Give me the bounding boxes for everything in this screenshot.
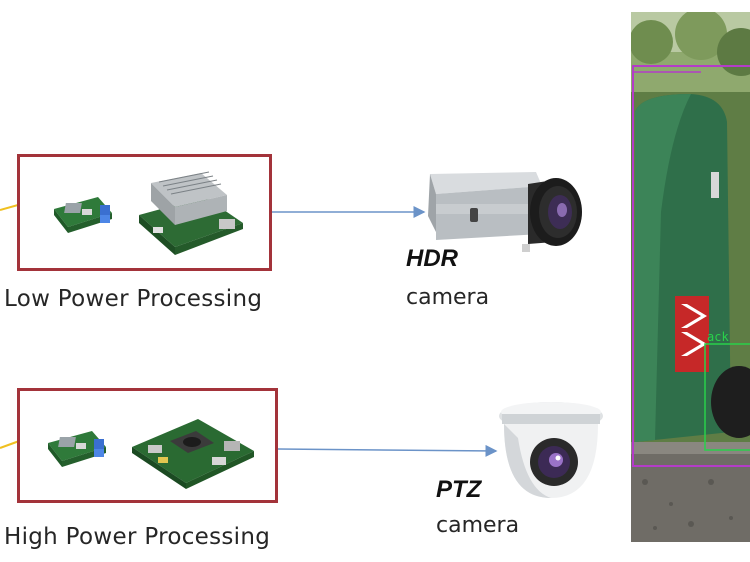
high-power-processing-label: High Power Processing	[4, 524, 271, 550]
small-board-icon-2	[48, 431, 106, 467]
detection-photo: ack	[631, 12, 750, 542]
ptz-camera-icon	[499, 402, 603, 498]
hdr-camera-icon	[428, 172, 582, 252]
heatsink-board-icon	[139, 171, 243, 255]
ptz-camera-subtitle: camera	[436, 513, 520, 538]
high-to-ptz-arrow	[277, 444, 498, 457]
photo-scene	[631, 12, 750, 542]
low-power-processing-label: Low Power Processing	[4, 286, 263, 312]
hdr-camera-subtitle: camera	[406, 285, 490, 310]
hdr-camera-title: HDR	[406, 245, 458, 272]
connector-lines	[272, 206, 498, 457]
x86-board-icon	[132, 419, 254, 489]
small-board-icon	[54, 197, 112, 233]
ptz-camera-title: PTZ	[436, 476, 482, 503]
detection-label: ack	[707, 330, 729, 344]
low-power-processing-box	[17, 154, 272, 271]
high-power-processing-box	[17, 388, 278, 503]
